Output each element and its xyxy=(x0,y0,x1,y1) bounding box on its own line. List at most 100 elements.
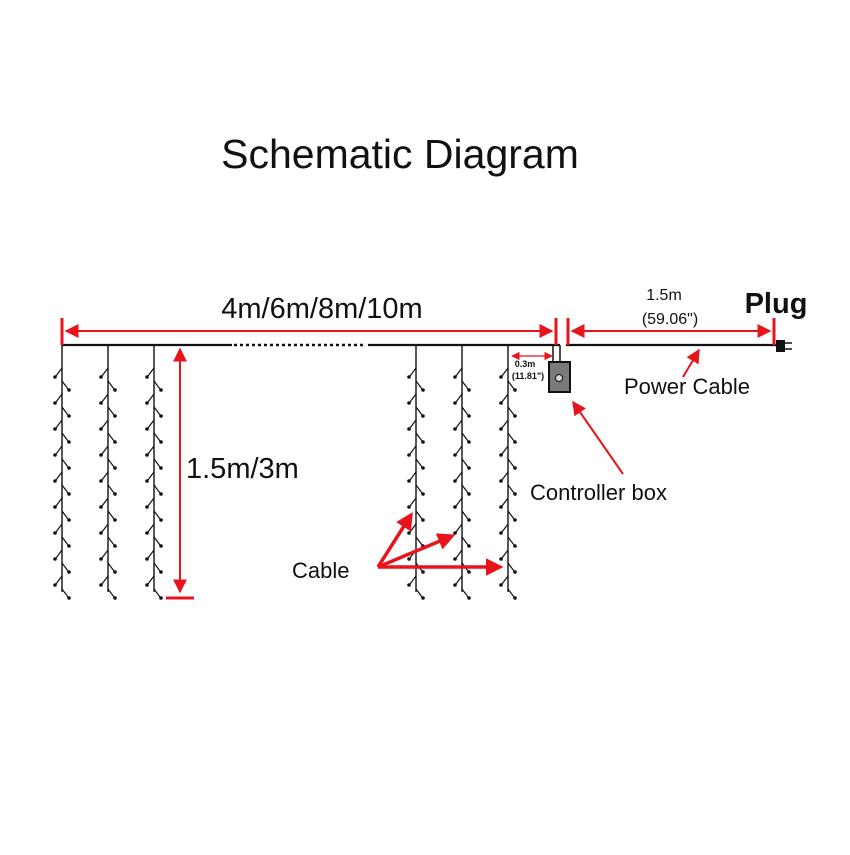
bulb-icon xyxy=(453,531,457,535)
power-cable-length-inches-label: (59.06") xyxy=(642,311,698,328)
bulb-icon xyxy=(499,557,503,561)
bulb-icon xyxy=(499,505,503,509)
power-cable-callout: Power Cable xyxy=(624,348,750,399)
light-strand xyxy=(99,345,117,600)
bulb-icon xyxy=(113,388,117,392)
bulb-icon xyxy=(513,414,517,418)
bulb-icon xyxy=(145,479,149,483)
bulb-icon xyxy=(467,466,471,470)
bulb-icon xyxy=(159,570,163,574)
bulb-icon xyxy=(145,401,149,405)
bulb-icon xyxy=(467,440,471,444)
bulb-icon xyxy=(467,544,471,548)
bulb-icon xyxy=(513,596,517,600)
bulb-icon xyxy=(513,388,517,392)
bulb-icon xyxy=(513,544,517,548)
bulb-icon xyxy=(67,414,71,418)
bulb-icon xyxy=(467,414,471,418)
bulb-icon xyxy=(499,479,503,483)
bulb-icon xyxy=(159,492,163,496)
controller-lead: 0.3m (11.81") xyxy=(511,345,561,381)
curtain-width-dimension: 4m/6m/8m/10m xyxy=(60,293,558,345)
plug-label: Plug xyxy=(745,288,808,320)
bulb-icon xyxy=(513,518,517,522)
controller-box-icon xyxy=(548,361,571,393)
curtain-drop-label: 1.5m/3m xyxy=(186,453,299,485)
bulb-icon xyxy=(67,440,71,444)
bulb-icon xyxy=(407,531,411,535)
bulb-icon xyxy=(53,531,57,535)
bulb-icon xyxy=(513,492,517,496)
bulb-icon xyxy=(113,544,117,548)
bulb-icon xyxy=(113,492,117,496)
bulb-icon xyxy=(421,518,425,522)
plug-icon: Plug xyxy=(745,288,808,352)
bulb-icon xyxy=(113,440,117,444)
controller-box-label: Controller box xyxy=(530,480,667,505)
curtain-width-label: 4m/6m/8m/10m xyxy=(221,293,422,325)
bulb-icon xyxy=(499,583,503,587)
bulb-icon xyxy=(145,531,149,535)
bulb-icon xyxy=(67,466,71,470)
bulb-icon xyxy=(499,531,503,535)
diagram-title: Schematic Diagram xyxy=(221,131,579,177)
bulb-icon xyxy=(67,492,71,496)
bulb-icon xyxy=(159,414,163,418)
bulb-icon xyxy=(99,583,103,587)
bulb-icon xyxy=(145,375,149,379)
bulb-icon xyxy=(421,570,425,574)
bulb-icon xyxy=(99,453,103,457)
bulb-icon xyxy=(421,388,425,392)
bulb-icon xyxy=(453,583,457,587)
bulb-icon xyxy=(513,440,517,444)
bulb-icon xyxy=(467,492,471,496)
bulb-icon xyxy=(407,375,411,379)
light-strand xyxy=(53,345,71,600)
bulb-icon xyxy=(499,375,503,379)
bulb-icon xyxy=(145,583,149,587)
bulb-icon xyxy=(99,557,103,561)
bulb-icon xyxy=(513,570,517,574)
bulb-icon xyxy=(499,401,503,405)
bulb-icon xyxy=(453,557,457,561)
power-cable-dimension: 1.5m (59.06") xyxy=(566,287,776,345)
bulb-icon xyxy=(53,583,57,587)
bulb-icon xyxy=(113,414,117,418)
bulb-icon xyxy=(467,388,471,392)
curtain-drop-dimension: 1.5m/3m xyxy=(166,347,299,600)
bulb-icon xyxy=(99,505,103,509)
bulb-icon xyxy=(113,570,117,574)
bulb-icon xyxy=(99,427,103,431)
bulb-icon xyxy=(53,375,57,379)
bulb-icon xyxy=(407,583,411,587)
bulb-icon xyxy=(99,401,103,405)
bulb-icon xyxy=(145,557,149,561)
bulb-icon xyxy=(159,596,163,600)
bulb-icon xyxy=(99,479,103,483)
bulb-icon xyxy=(159,440,163,444)
bulb-icon xyxy=(159,388,163,392)
bulb-icon xyxy=(53,505,57,509)
bulb-icon xyxy=(67,388,71,392)
bulb-icon xyxy=(453,453,457,457)
bulb-icon xyxy=(407,479,411,483)
light-strands xyxy=(53,345,517,600)
bulb-icon xyxy=(407,505,411,509)
bulb-icon xyxy=(421,414,425,418)
light-strand xyxy=(145,345,163,600)
bulb-icon xyxy=(99,375,103,379)
light-strand xyxy=(453,345,471,600)
bulb-icon xyxy=(453,505,457,509)
bulb-icon xyxy=(159,518,163,522)
bulb-icon xyxy=(159,466,163,470)
bulb-icon xyxy=(67,570,71,574)
bulb-icon xyxy=(113,466,117,470)
bulb-icon xyxy=(53,401,57,405)
bulb-icon xyxy=(53,557,57,561)
bulb-icon xyxy=(113,518,117,522)
bulb-icon xyxy=(421,492,425,496)
bulb-icon xyxy=(67,596,71,600)
bulb-icon xyxy=(407,427,411,431)
